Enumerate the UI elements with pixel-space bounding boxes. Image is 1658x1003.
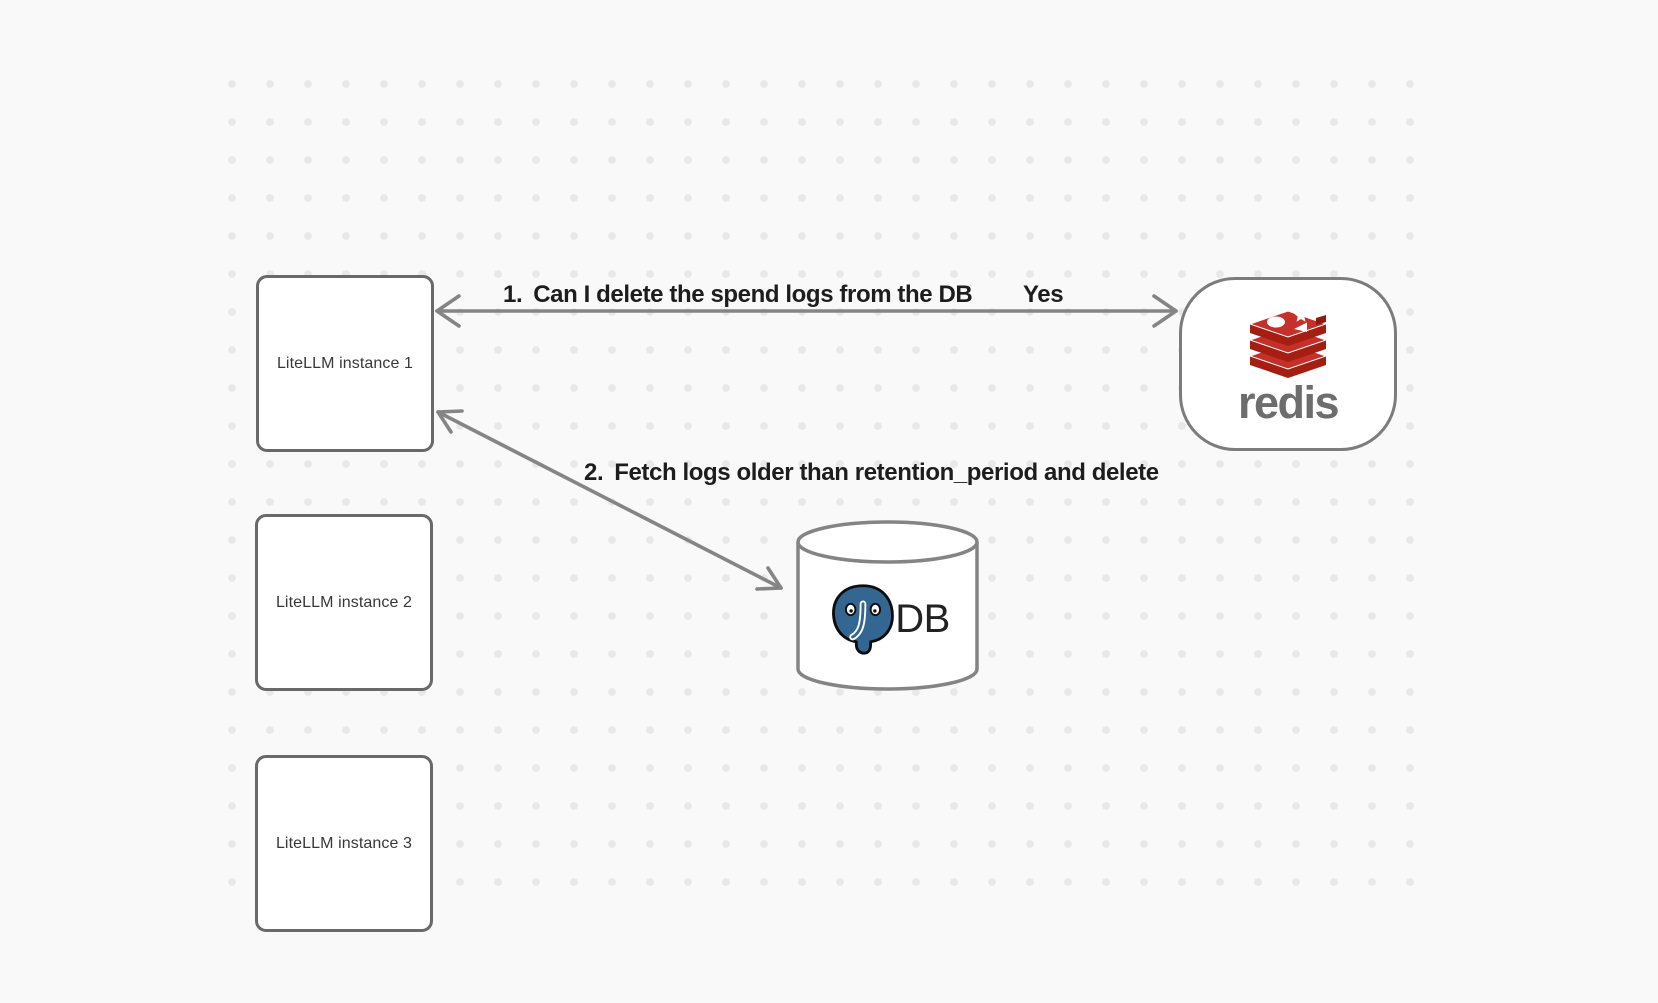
node-label: LiteLLM instance 3 [275, 834, 413, 852]
arrow2-label[interactable]: 2. Fetch logs older than retention_perio… [584, 459, 1159, 487]
arrow1-text: Can I delete the spend logs from the DB [533, 281, 973, 308]
arrow1-response-label[interactable]: Yes [1023, 281, 1064, 309]
node-litellm-instance-2[interactable]: LiteLLM instance 2 [255, 514, 433, 691]
arrow2-text: Fetch logs older than retention_period a… [614, 459, 1159, 486]
node-label: LiteLLM instance 1 [276, 354, 414, 372]
arrow2-number: 2. [584, 459, 604, 486]
node-litellm-instance-3[interactable]: LiteLLM instance 3 [255, 755, 433, 932]
db-node-content: DB [795, 576, 980, 662]
postgresql-logo-icon [832, 584, 895, 655]
db-label: DB [895, 597, 950, 641]
redis-wordmark: redis [1237, 376, 1340, 428]
node-litellm-instance-1[interactable]: LiteLLM instance 1 [256, 275, 434, 452]
redis-logo-icon [1248, 307, 1328, 378]
node-label: LiteLLM instance 2 [275, 593, 413, 611]
arrow1-label[interactable]: 1. Can I delete the spend logs from the … [503, 281, 973, 309]
node-redis[interactable]: redis [1179, 277, 1397, 451]
arrow1-response-text: Yes [1023, 281, 1064, 308]
arrow1-number: 1. [503, 281, 523, 308]
